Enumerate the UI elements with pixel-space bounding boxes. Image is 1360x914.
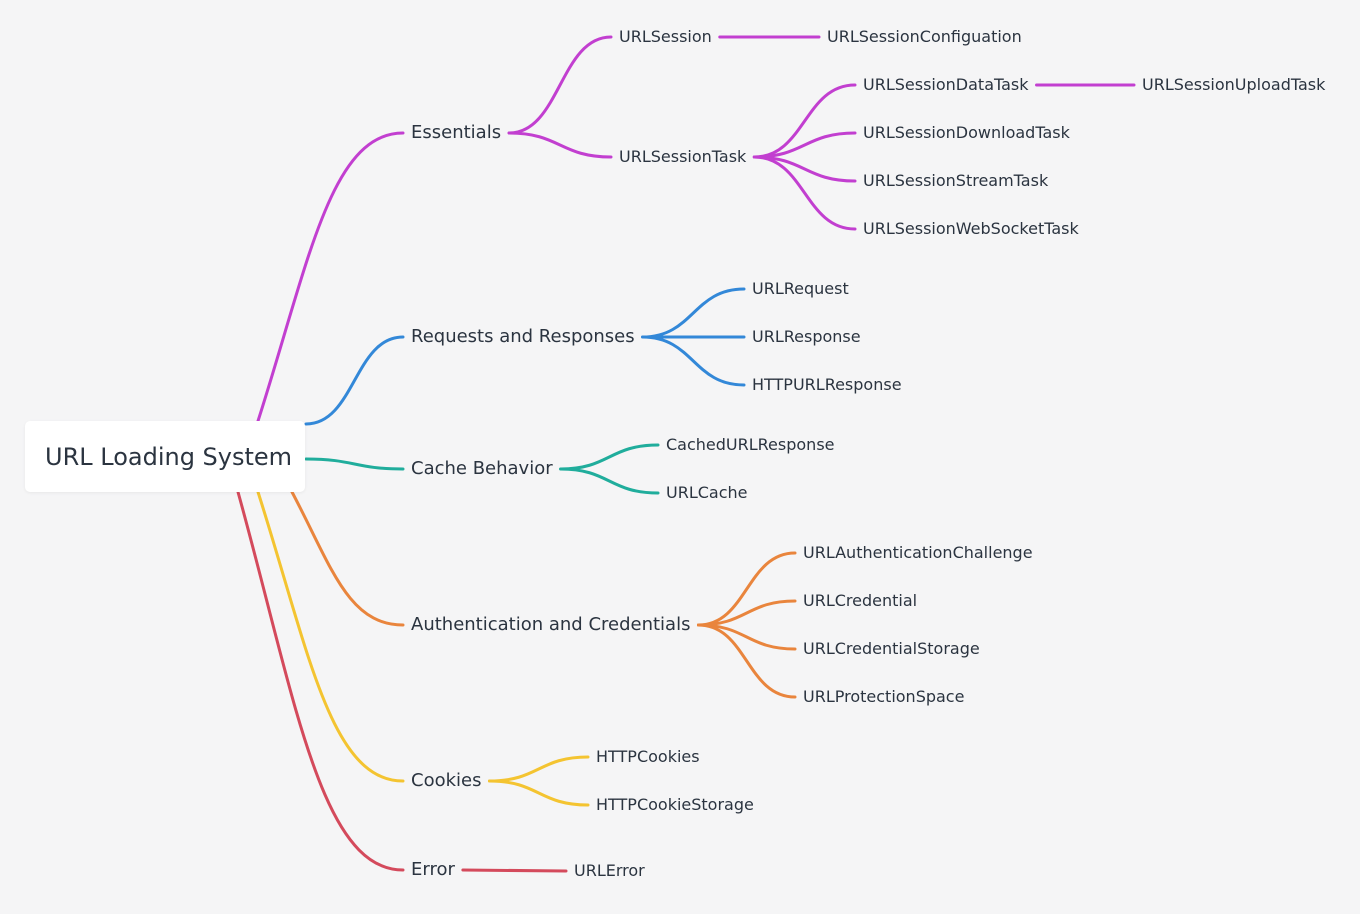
node-urlsessionwebsockettask[interactable]: URLSessionWebSocketTask — [863, 219, 1079, 238]
link-cookies — [256, 490, 405, 783]
link-urlprotectionspace — [696, 623, 797, 699]
link-authentication-and-credentials — [290, 490, 405, 627]
node-httpcookiestorage[interactable]: HTTPCookieStorage — [596, 795, 754, 814]
node-urlsession[interactable]: URLSession — [619, 27, 712, 46]
link-urlsession — [507, 35, 613, 135]
node-cachedurlresponse[interactable]: CachedURLResponse — [666, 435, 835, 454]
link-requests-and-responses — [304, 335, 405, 426]
link-urlrequest — [641, 287, 746, 339]
link-urlcache — [559, 467, 660, 495]
root-node[interactable] — [25, 421, 305, 492]
link-error — [236, 490, 405, 872]
node-urlprotectionspace[interactable]: URLProtectionSpace — [803, 687, 965, 706]
node-urlcredentialstorage[interactable]: URLCredentialStorage — [803, 639, 980, 658]
node-urlcache[interactable]: URLCache — [666, 483, 748, 502]
node-urlsessionconfiguation[interactable]: URLSessionConfiguation — [827, 27, 1022, 46]
branch-authentication-and-credentials[interactable]: Authentication and Credentials — [411, 614, 691, 635]
node-urlsessionuploadtask[interactable]: URLSessionUploadTask — [1142, 75, 1326, 94]
link-urlauthenticationchallenge — [696, 551, 797, 627]
link-urlsessiontask — [507, 131, 613, 159]
branch-error[interactable]: Error — [411, 859, 455, 880]
node-urlrequest[interactable]: URLRequest — [752, 279, 849, 298]
link-essentials — [256, 131, 405, 423]
node-urlsessionstreamtask[interactable]: URLSessionStreamTask — [863, 171, 1049, 190]
link-urlcredential — [696, 599, 797, 627]
node-urlauthenticationchallenge[interactable]: URLAuthenticationChallenge — [803, 543, 1033, 562]
node-urlresponse[interactable]: URLResponse — [752, 327, 861, 346]
node-urlcredential[interactable]: URLCredential — [803, 591, 918, 610]
node-urlsessiontask[interactable]: URLSessionTask — [619, 147, 747, 166]
branch-cookies[interactable]: Cookies — [411, 770, 482, 791]
link-urlerror — [461, 868, 568, 873]
link-cachedurlresponse — [559, 443, 660, 471]
node-urlerror[interactable]: URLError — [574, 861, 645, 880]
node-urlsessiondownloadtask[interactable]: URLSessionDownloadTask — [863, 123, 1070, 142]
node-httpurlresponse[interactable]: HTTPURLResponse — [752, 375, 902, 394]
node-httpcookies[interactable]: HTTPCookies — [596, 747, 700, 766]
link-httpcookiestorage — [487, 779, 590, 807]
link-urlsessiondatatask — [752, 83, 857, 159]
root-node-label: URL Loading System — [45, 443, 293, 471]
node-urlsessiondatatask[interactable]: URLSessionDataTask — [863, 75, 1029, 94]
link-urlsessionwebsockettask — [752, 155, 857, 231]
link-httpurlresponse — [641, 335, 746, 387]
branch-essentials[interactable]: Essentials — [411, 122, 502, 143]
branch-cache-behavior[interactable]: Cache Behavior — [411, 458, 553, 479]
link-cache-behavior — [304, 457, 405, 471]
branch-requests-and-responses[interactable]: Requests and Responses — [411, 326, 635, 347]
link-httpcookies — [487, 755, 590, 783]
link-urlsessiondownloadtask — [752, 131, 857, 159]
